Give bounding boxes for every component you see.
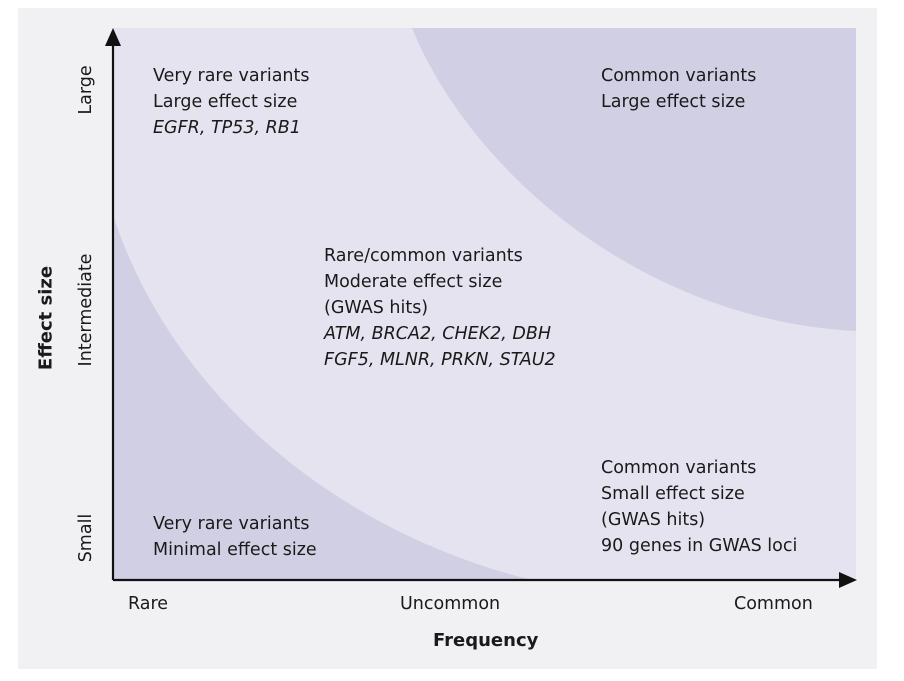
region-middle-effect: Moderate effect size xyxy=(324,272,503,292)
region-bottom-right-effect: Small effect size xyxy=(601,484,745,504)
region-middle-genes-2: FGF5, MLNR, PRKN, STAU2 xyxy=(324,350,556,370)
y-axis-title: Effect size xyxy=(35,265,57,371)
region-middle-genes-1: ATM, BRCA2, CHEK2, DBH xyxy=(324,324,552,344)
region-top-left-genes: EGFR, TP53, RB1 xyxy=(153,118,301,138)
region-bottom-left-title: Very rare variants xyxy=(153,514,310,534)
region-label-middle: Rare/common variants Moderate effect siz… xyxy=(324,243,556,373)
region-top-right-effect: Large effect size xyxy=(601,92,746,112)
region-label-bottom-left: Very rare variants Minimal effect size xyxy=(153,511,317,563)
x-tick-uncommon: Uncommon xyxy=(400,594,501,614)
region-top-right-title: Common variants xyxy=(601,66,757,86)
y-tick-large: Large xyxy=(76,65,96,115)
region-rare-minimal-effect xyxy=(113,215,532,580)
y-tick-small: Small xyxy=(76,513,96,563)
x-axis-title: Frequency xyxy=(433,630,539,651)
region-bottom-right-title: Common variants xyxy=(601,458,757,478)
region-label-bottom-right: Common variants Small effect size (GWAS … xyxy=(601,455,797,559)
y-axis-arrowhead xyxy=(105,28,121,46)
region-top-left-effect: Large effect size xyxy=(153,92,298,112)
x-axis-arrowhead xyxy=(839,572,857,588)
region-bottom-right-loci: 90 genes in GWAS loci xyxy=(601,536,798,556)
region-top-left-title: Very rare variants xyxy=(153,66,310,86)
region-bottom-right-gwas: (GWAS hits) xyxy=(601,510,706,530)
y-tick-intermediate: Intermediate xyxy=(76,253,96,367)
region-common-large-effect xyxy=(412,28,856,331)
region-middle-gwas: (GWAS hits) xyxy=(324,298,429,318)
region-middle-title: Rare/common variants xyxy=(324,246,523,266)
x-tick-rare: Rare xyxy=(128,594,169,614)
x-tick-common: Common xyxy=(734,594,813,614)
region-bottom-left-effect: Minimal effect size xyxy=(153,540,317,560)
region-label-top-left: Very rare variants Large effect size EGF… xyxy=(153,63,309,141)
region-label-top-right: Common variants Large effect size xyxy=(601,63,756,115)
